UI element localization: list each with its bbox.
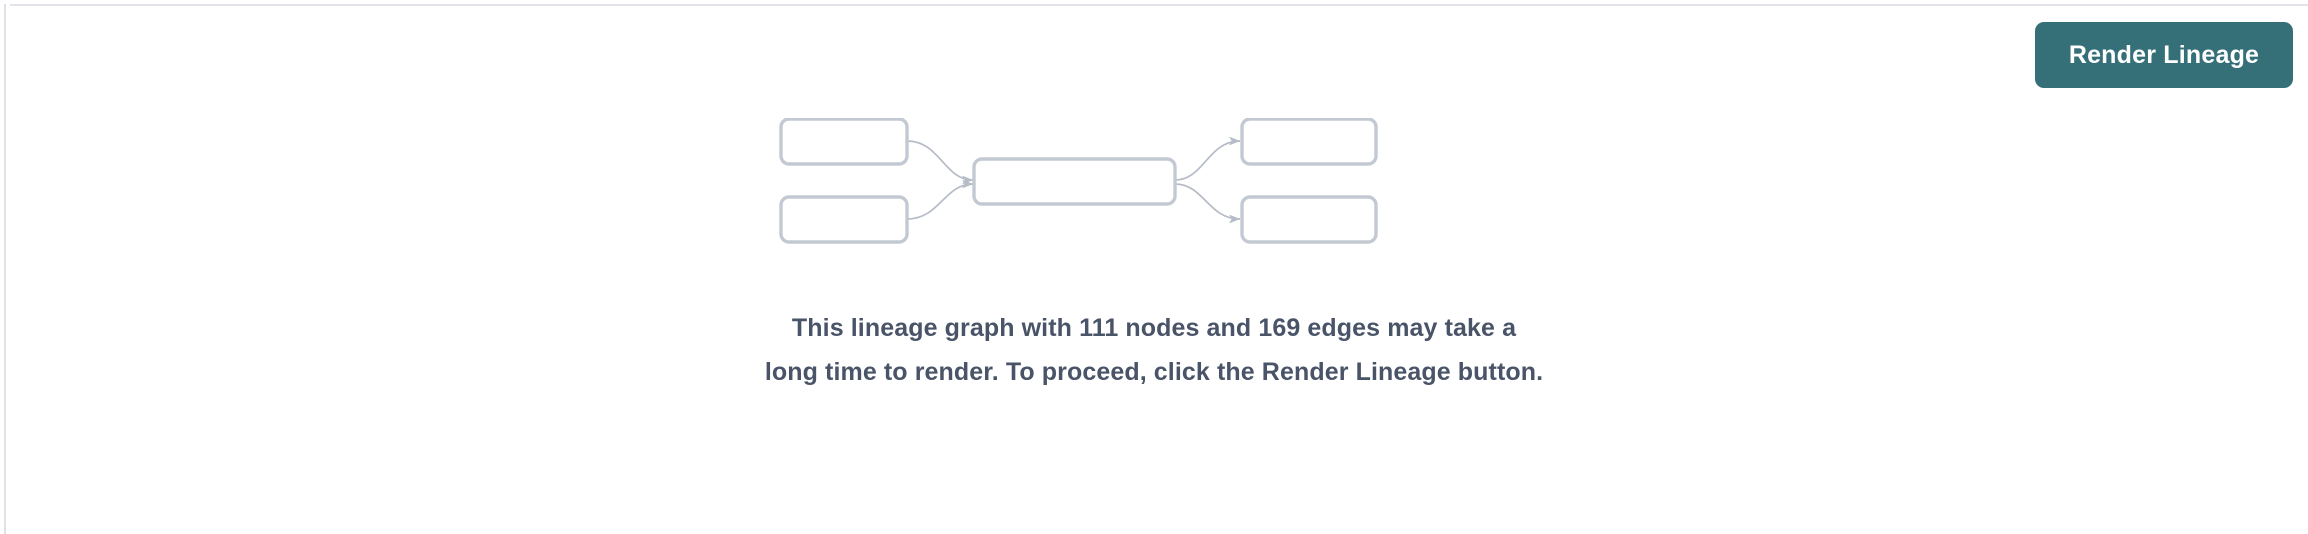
lineage-node-source-bottom [779,195,909,244]
lineage-node-center [972,157,1177,206]
lineage-node-target-top [1240,118,1378,166]
lineage-node-source-top [779,118,909,166]
edge-center-to-target-bottom [1174,183,1241,224]
lineage-edge-group-out [1174,136,1241,224]
panel-left-divider [4,4,6,534]
lineage-edge-group-in [906,140,974,220]
lineage-placeholder-graph [779,118,1378,244]
render-lineage-button[interactable]: Render Lineage [2035,22,2293,88]
lineage-warning-line-2: a long time to render. To proceed, click… [764,314,1517,386]
edge-source-top-to-center [906,140,974,185]
lineage-warning-line-3: button. [1457,358,1544,386]
edge-source-bottom-to-center [906,179,974,220]
lineage-warning-line-1: This lineage graph with 111 nodes and 16… [791,314,1496,342]
panel-top-divider [10,4,2308,6]
lineage-node-target-bottom [1240,195,1378,244]
edge-center-to-target-top [1174,136,1241,181]
lineage-warning-message: This lineage graph with 111 nodes and 16… [764,306,1544,394]
